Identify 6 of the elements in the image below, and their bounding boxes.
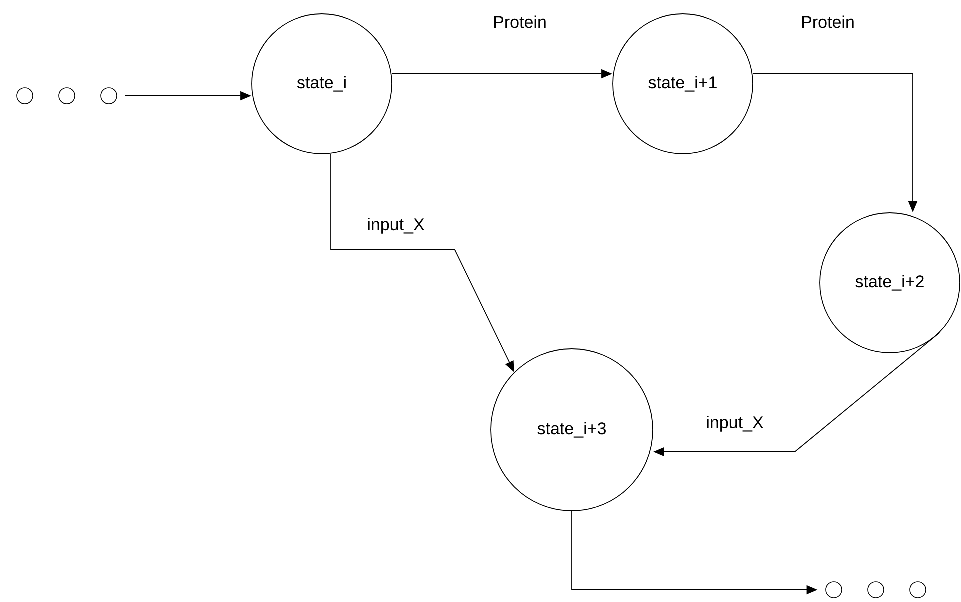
ellipsis-circles — [826, 582, 926, 598]
edge-label: input_X — [707, 416, 764, 432]
ellipsis-circles — [16, 88, 118, 104]
edge-label: input_X — [368, 218, 424, 234]
edge-label: Protein — [802, 16, 854, 28]
edge-label: Protein — [494, 16, 546, 28]
